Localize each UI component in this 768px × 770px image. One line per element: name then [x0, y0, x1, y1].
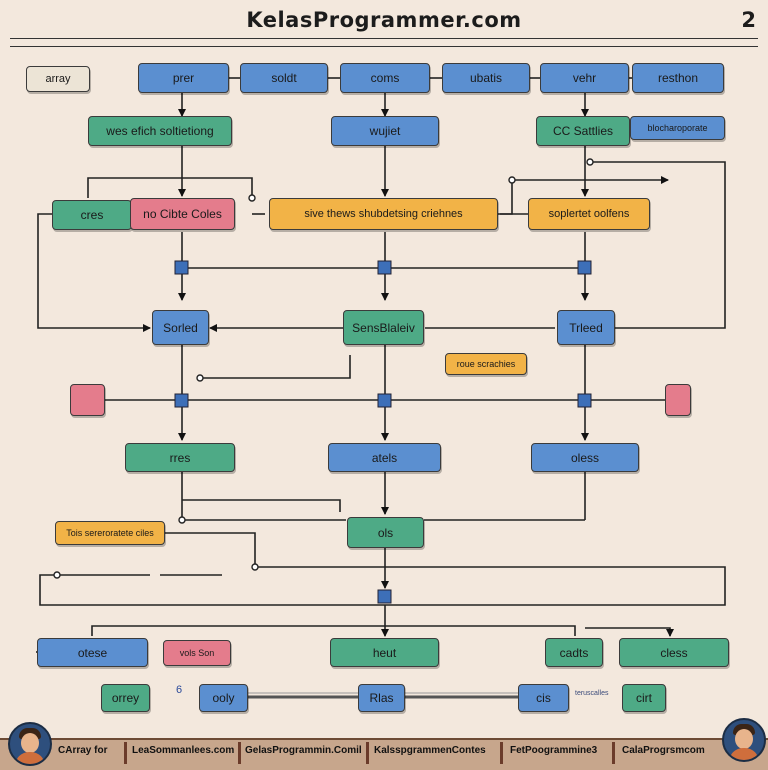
node-vehr: vehr [540, 63, 629, 93]
node-rres: rres [125, 443, 235, 472]
footer-link-4[interactable]: KalsspgrammenContes [374, 745, 486, 756]
footer-link-5[interactable]: FetPoogrammine3 [510, 745, 598, 756]
node-oless: oless [531, 443, 639, 472]
node-atels: atels [328, 443, 441, 472]
node-vols-son: vols Son [163, 640, 231, 666]
footer-divider [238, 742, 241, 764]
footer-divider [124, 742, 127, 764]
node-otese: otese [37, 638, 148, 667]
node-ooly: ooly [199, 684, 248, 712]
node-no-cibte: no Cibte Coles [130, 198, 235, 230]
floating-tiny-label: teruscalles [575, 690, 609, 697]
footer-link-6[interactable]: CalaProgrsmcom [622, 745, 705, 756]
node-coms: coms [340, 63, 430, 93]
node-cc-sattlies: CC Sattlies [536, 116, 630, 146]
node-wes-efich: wes efich soltietiong [88, 116, 232, 146]
node-sorled: Sorled [152, 310, 209, 345]
avatar-left [8, 722, 52, 766]
footer-divider [612, 742, 615, 764]
footer-link-3[interactable]: GelasProgrammin.Comil [245, 745, 362, 756]
floating-number-label: 6 [176, 684, 183, 696]
node-cres: cres [52, 200, 132, 230]
node-prer: prer [138, 63, 229, 93]
node-resthon: resthon [632, 63, 724, 93]
page-number: 2 [741, 8, 756, 32]
header-rule-top [10, 38, 758, 39]
node-ols: ols [347, 517, 424, 548]
node-wujiet: wujiet [331, 116, 439, 146]
avatar-right [722, 718, 766, 762]
node-trleed: Trleed [557, 310, 615, 345]
footer-link-2[interactable]: LeaSommanlees.com [132, 745, 235, 756]
node-cless: cless [619, 638, 729, 667]
node-orrey: orrey [101, 684, 150, 712]
node-sive-thews: sive thews shubdetsing criehnes [269, 198, 498, 230]
node-ubatis: ubatis [442, 63, 530, 93]
footer-divider [500, 742, 503, 764]
node-tois-sereroratete: Tois sereroratete ciles [55, 521, 165, 545]
node-soplertet: soplertet oolfens [528, 198, 650, 230]
footer-bar [0, 738, 768, 770]
page-title: KelasProgrammer.com [246, 8, 522, 32]
node-roue-scrachies: roue scrachies [445, 353, 527, 375]
node-heut: heut [330, 638, 439, 667]
node-pink-right [665, 384, 691, 416]
node-sensblaleiv: SensBlaleiv [343, 310, 424, 345]
node-array: array [26, 66, 90, 92]
footer-link-1[interactable]: CArray for [58, 745, 108, 756]
node-soldt: soldt [240, 63, 328, 93]
node-cis: cis [518, 684, 569, 712]
header-rule-bottom [10, 46, 758, 47]
node-pink-left [70, 384, 105, 416]
footer-divider [366, 742, 369, 764]
node-cirt: cirt [622, 684, 666, 712]
node-rlas: Rlas [358, 684, 405, 712]
node-blocharopote: blocharoporate [630, 116, 725, 140]
node-cadts: cadts [545, 638, 603, 667]
